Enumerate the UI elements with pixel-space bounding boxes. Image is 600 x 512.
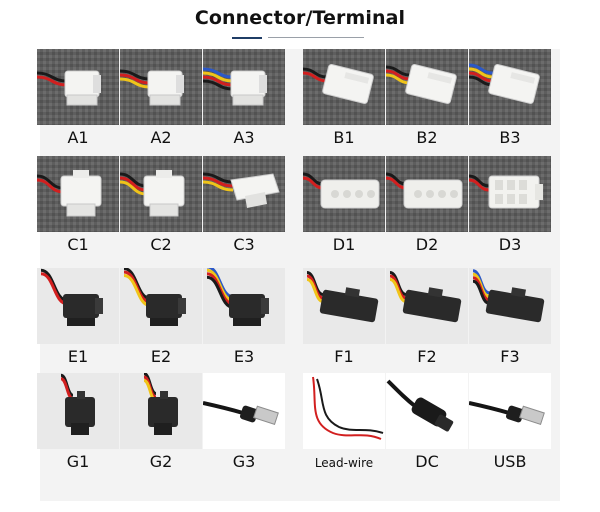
connector-tile: D3 (469, 156, 551, 268)
connector-tile: DC (386, 373, 468, 485)
connector-tile: C3 (203, 156, 285, 268)
connector-3pin-latch-icon (120, 156, 202, 232)
connector-label: G1 (66, 452, 90, 471)
connector-tile: Lead-wire (303, 373, 385, 485)
molex-4pin-icon (386, 156, 468, 232)
connector-2pin-plug-icon (303, 49, 385, 125)
connector-tile: B1 (303, 49, 385, 161)
atx-power-connector-icon (469, 156, 551, 232)
connector-tile: A2 (120, 49, 202, 161)
usb-a-plug-icon (469, 373, 551, 449)
connector-tile: E2 (120, 268, 202, 380)
connector-tile: A3 (203, 49, 285, 161)
connector-tile: B2 (386, 49, 468, 161)
usb-a-plug-icon (203, 373, 285, 449)
jst-2pin-female-icon (37, 373, 119, 449)
connector-label: F3 (500, 347, 520, 366)
connector-label: C2 (150, 235, 172, 254)
black-4pin-female-icon (469, 268, 551, 344)
connector-label: B2 (416, 128, 438, 147)
connector-label: Lead-wire (314, 456, 374, 470)
connector-label: USB (493, 452, 527, 471)
connector-label: B1 (333, 128, 355, 147)
title-underline-accent (232, 37, 262, 39)
connector-tile: E1 (37, 268, 119, 380)
connector-label: G2 (149, 452, 173, 471)
connector-tile: E3 (203, 268, 285, 380)
connector-tile: G2 (120, 373, 202, 485)
connector-tile: F1 (303, 268, 385, 380)
connector-4pin-plug-icon (469, 49, 551, 125)
connector-tile: F2 (386, 268, 468, 380)
connector-tile: C1 (37, 156, 119, 268)
connector-label: D3 (498, 235, 522, 254)
connector-label: A3 (233, 128, 255, 147)
connector-label: E2 (150, 347, 172, 366)
connector-label: C1 (67, 235, 89, 254)
jst-3pin-female-icon (120, 373, 202, 449)
connector-2pin-latch-icon (37, 156, 119, 232)
connector-label: E1 (67, 347, 89, 366)
molex-4pin-icon (303, 156, 385, 232)
title-underline-rule (268, 37, 364, 38)
connector-tile: D1 (303, 156, 385, 268)
connector-label: A1 (67, 128, 89, 147)
connector-tile: A1 (37, 49, 119, 161)
connector-label: G3 (232, 452, 256, 471)
connector-tile: B3 (469, 49, 551, 161)
connector-3pin-housing-icon (120, 49, 202, 125)
dc-barrel-plug-icon (386, 373, 468, 449)
connector-label: F2 (417, 347, 437, 366)
connector-label: D2 (415, 235, 439, 254)
connector-label: A2 (150, 128, 172, 147)
connector-label: E3 (233, 347, 255, 366)
connector-tile: F3 (469, 268, 551, 380)
connector-tile: USB (469, 373, 551, 485)
connector-tile: D2 (386, 156, 468, 268)
sm-2pin-male-icon (37, 268, 119, 344)
black-3pin-female-icon (303, 268, 385, 344)
connector-tile: C2 (120, 156, 202, 268)
connector-label: F1 (334, 347, 354, 366)
sm-4pin-male-icon (203, 268, 285, 344)
connector-tile: G1 (37, 373, 119, 485)
connector-3pin-flat-icon (203, 156, 285, 232)
lead-wire-icon (303, 373, 385, 449)
connector-2pin-housing-icon (37, 49, 119, 125)
black-3pin-female-icon (386, 268, 468, 344)
connector-3pin-plug-icon (386, 49, 468, 125)
connector-label: C3 (233, 235, 255, 254)
page-title: Connector/Terminal (194, 7, 406, 29)
connector-4pin-housing-icon (203, 49, 285, 125)
sm-3pin-male-icon (120, 268, 202, 344)
connector-tile: G3 (203, 373, 285, 485)
connector-label: D1 (332, 235, 356, 254)
connector-label: B3 (499, 128, 521, 147)
connector-label: DC (415, 452, 439, 471)
